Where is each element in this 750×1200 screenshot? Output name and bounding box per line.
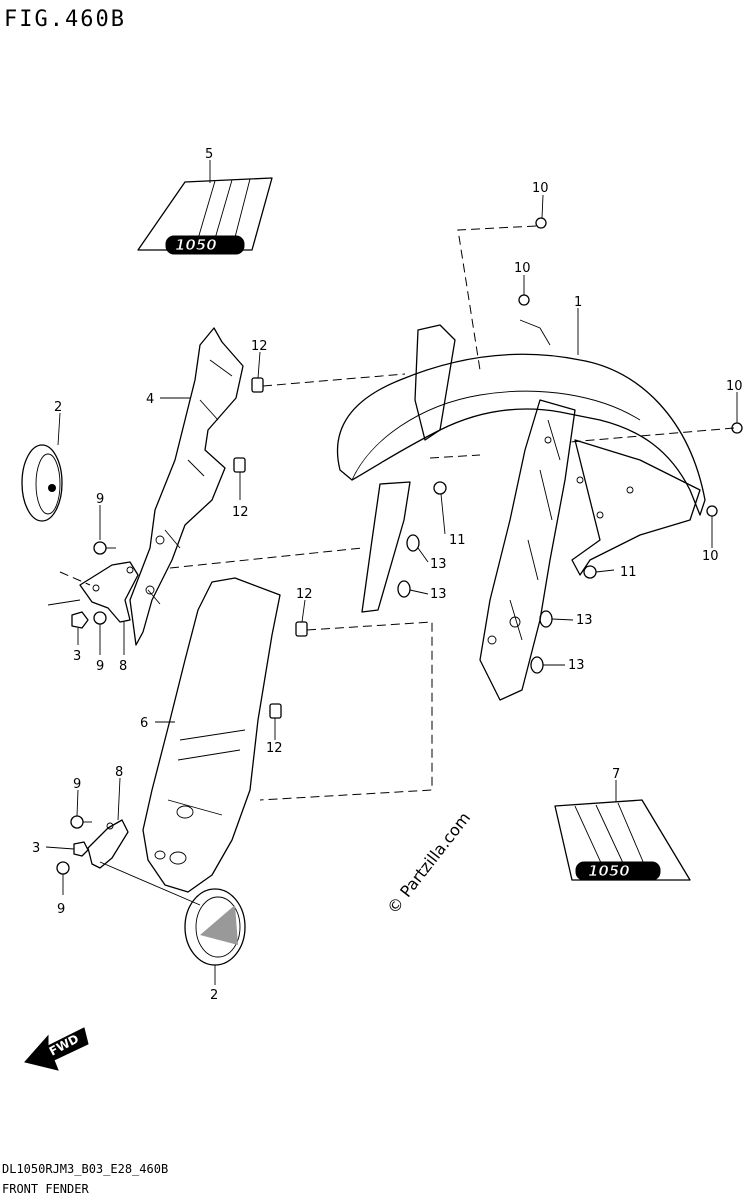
callout-12: 12	[232, 505, 249, 520]
part-9-screw-d[interactable]	[56, 861, 70, 875]
model-badge-lower: 1050	[588, 862, 630, 880]
part-10-bolt-d[interactable]	[706, 505, 718, 517]
callout-10: 10	[514, 261, 531, 276]
callout-5: 5	[205, 147, 213, 162]
callout-9: 9	[73, 777, 81, 792]
part-9-screw-c[interactable]	[70, 815, 92, 829]
callout-4: 4	[146, 392, 154, 407]
callout-13: 13	[430, 557, 447, 572]
part-9-screw-b[interactable]	[93, 611, 107, 625]
callout-11: 11	[449, 533, 466, 548]
part-13-grommet-b[interactable]	[397, 580, 411, 598]
part-12-clip-c[interactable]	[295, 621, 308, 637]
part-8-bracket-lower[interactable]	[87, 819, 129, 869]
part-13-grommet-d[interactable]	[530, 656, 544, 674]
figure-id: FIG.460B	[4, 7, 126, 32]
callout-9: 9	[96, 659, 104, 674]
part-5-decal-upper[interactable]: 1050	[137, 177, 273, 255]
callout-3: 3	[73, 649, 81, 664]
callout-numbers: 5 10 10 1 10 12 4 2 12 9 3 9 8 12 12 6 1…	[32, 147, 743, 1003]
callout-9: 9	[57, 902, 65, 917]
section-title: FRONT FENDER	[2, 1182, 89, 1196]
part-9-screw-a[interactable]	[93, 541, 116, 555]
part-6-fork-guard-right[interactable]	[142, 577, 281, 893]
callout-13: 13	[576, 613, 593, 628]
callout-10: 10	[702, 549, 719, 564]
part-12-clip-d[interactable]	[269, 703, 282, 719]
leader-lines	[45, 160, 738, 985]
part-4-fork-guard-left[interactable]	[129, 327, 244, 646]
assembly-lines	[59, 225, 735, 801]
fwd-arrow-icon: FWD	[24, 1027, 89, 1071]
part-2-emblem-lower[interactable]	[184, 888, 246, 966]
callout-11: 11	[620, 565, 637, 580]
callout-2: 2	[210, 988, 218, 1003]
callout-12: 12	[296, 587, 313, 602]
part-7-decal-lower[interactable]: 1050	[554, 799, 691, 881]
part-11-collar-b[interactable]	[583, 565, 597, 579]
callout-13: 13	[430, 587, 447, 602]
callout-12: 12	[251, 339, 268, 354]
callout-10: 10	[726, 379, 743, 394]
watermark: © Partzilla.com	[383, 808, 474, 917]
callout-8: 8	[115, 765, 123, 780]
part-1-front-fender[interactable]	[336, 319, 706, 701]
part-12-clip-a[interactable]	[251, 377, 264, 393]
part-11-collar-a[interactable]	[433, 481, 447, 495]
part-10-bolt-a[interactable]	[535, 217, 547, 229]
part-2-emblem-upper[interactable]	[21, 444, 63, 522]
part-10-bolt-b[interactable]	[518, 294, 530, 306]
part-12-clip-b[interactable]	[233, 457, 246, 473]
model-code: DL1050RJM3_B03_E28_460B	[2, 1162, 168, 1176]
callout-13: 13	[568, 658, 585, 673]
callout-10: 10	[532, 181, 549, 196]
model-badge-upper: 1050	[175, 236, 217, 254]
part-13-grommet-a[interactable]	[406, 534, 420, 552]
part-3-nut-upper[interactable]	[71, 611, 89, 629]
part-13-grommet-c[interactable]	[539, 610, 553, 628]
callout-12: 12	[266, 741, 283, 756]
callout-9: 9	[96, 492, 104, 507]
callout-2: 2	[54, 400, 62, 415]
callout-7: 7	[612, 767, 620, 782]
callout-1: 1	[574, 295, 582, 310]
callout-6: 6	[140, 716, 148, 731]
callout-3: 3	[32, 841, 40, 856]
part-8-bracket-upper[interactable]	[79, 561, 139, 623]
callout-8: 8	[119, 659, 127, 674]
part-3-nut-lower[interactable]	[73, 841, 89, 857]
